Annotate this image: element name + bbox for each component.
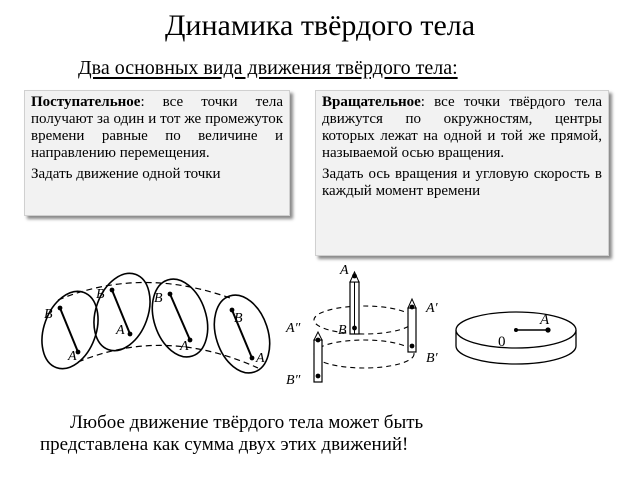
conclusion-line-2: представлена как сумма двух этих движени… <box>40 434 409 455</box>
translational-motion-box: Поступательное: все точки тела получают … <box>24 90 290 216</box>
label-disc-a: A <box>539 312 550 328</box>
point-b-3 <box>167 291 173 297</box>
translational-task: Задать движение одной точки <box>31 166 221 182</box>
rotational-term: Вращательное <box>322 94 421 110</box>
conclusion-line-1: Любое движение твёрдого тела может быть <box>70 412 424 433</box>
body-position-2 <box>93 272 151 352</box>
conclusion-text: Любое движение твёрдого тела может быть … <box>40 412 600 456</box>
point-b-1 <box>57 305 63 311</box>
label-a-1: A <box>67 349 77 364</box>
rotational-definition: Вращательное: все точки твёрдого тела дв… <box>322 94 602 162</box>
label-b-4: B <box>234 311 243 326</box>
body-position-1 <box>41 290 99 370</box>
rotation-circle-bottom <box>313 339 415 369</box>
label-b-prime: B′ <box>426 351 439 366</box>
translational-definition-text: : все точки тела получают за один и тот … <box>31 94 283 161</box>
rotational-pencil-figure: A B A′ B′ A″ B″ <box>285 263 439 388</box>
label-a: A <box>339 263 349 278</box>
label-a-4: A <box>255 351 265 366</box>
segment-ab-1 <box>59 307 79 353</box>
body-position-3 <box>151 278 209 358</box>
pencil-position-2 <box>407 297 417 353</box>
label-b-1: B <box>44 307 53 322</box>
rotational-definition-text: : все точки твёрдого тела движутся по ок… <box>322 94 602 161</box>
point-b-2 <box>109 287 115 293</box>
segment-ab-3 <box>169 293 191 341</box>
point-a-1 <box>75 349 81 355</box>
point-a-2 <box>127 331 133 337</box>
label-a-3: A <box>179 339 189 354</box>
rotational-motion-box: Вращательное: все точки твёрдого тела дв… <box>315 90 609 256</box>
label-zero: 0 <box>498 334 506 350</box>
trajectory-upper <box>57 281 231 301</box>
label-b-3: B <box>154 291 163 306</box>
label-a-2: A <box>115 323 125 338</box>
segment-ab-4 <box>231 309 253 359</box>
rotating-disc-figure: 0 A <box>455 311 577 365</box>
point-b-4 <box>229 307 235 313</box>
label-b: B <box>338 323 347 338</box>
label-b-2: B <box>96 287 105 302</box>
rotation-circle-top <box>313 305 415 335</box>
slide-title: Динамика твёрдого тела <box>164 9 476 42</box>
pencil-position-1 <box>349 270 360 335</box>
translational-motion-figure: B A B A B A B A <box>41 272 271 374</box>
body-position-4 <box>213 294 271 374</box>
pencil-position-3 <box>313 330 323 383</box>
slide-subtitle: Два основных вида движения твёрдого тела… <box>78 57 458 79</box>
disc-center <box>514 328 518 332</box>
translational-definition: Поступательное: все точки тела получают … <box>31 94 283 162</box>
disc-point-a <box>545 327 551 333</box>
label-b-double-prime: B″ <box>286 373 301 388</box>
translational-term: Поступательное <box>31 94 141 110</box>
point-a-3 <box>187 337 193 343</box>
point-a-4 <box>249 355 255 361</box>
label-a-prime: A′ <box>425 301 439 316</box>
rotational-task: Задать ось вращения и угловую скорость в… <box>322 166 602 199</box>
segment-ab-2 <box>111 289 131 335</box>
label-a-double-prime: A″ <box>285 321 301 336</box>
